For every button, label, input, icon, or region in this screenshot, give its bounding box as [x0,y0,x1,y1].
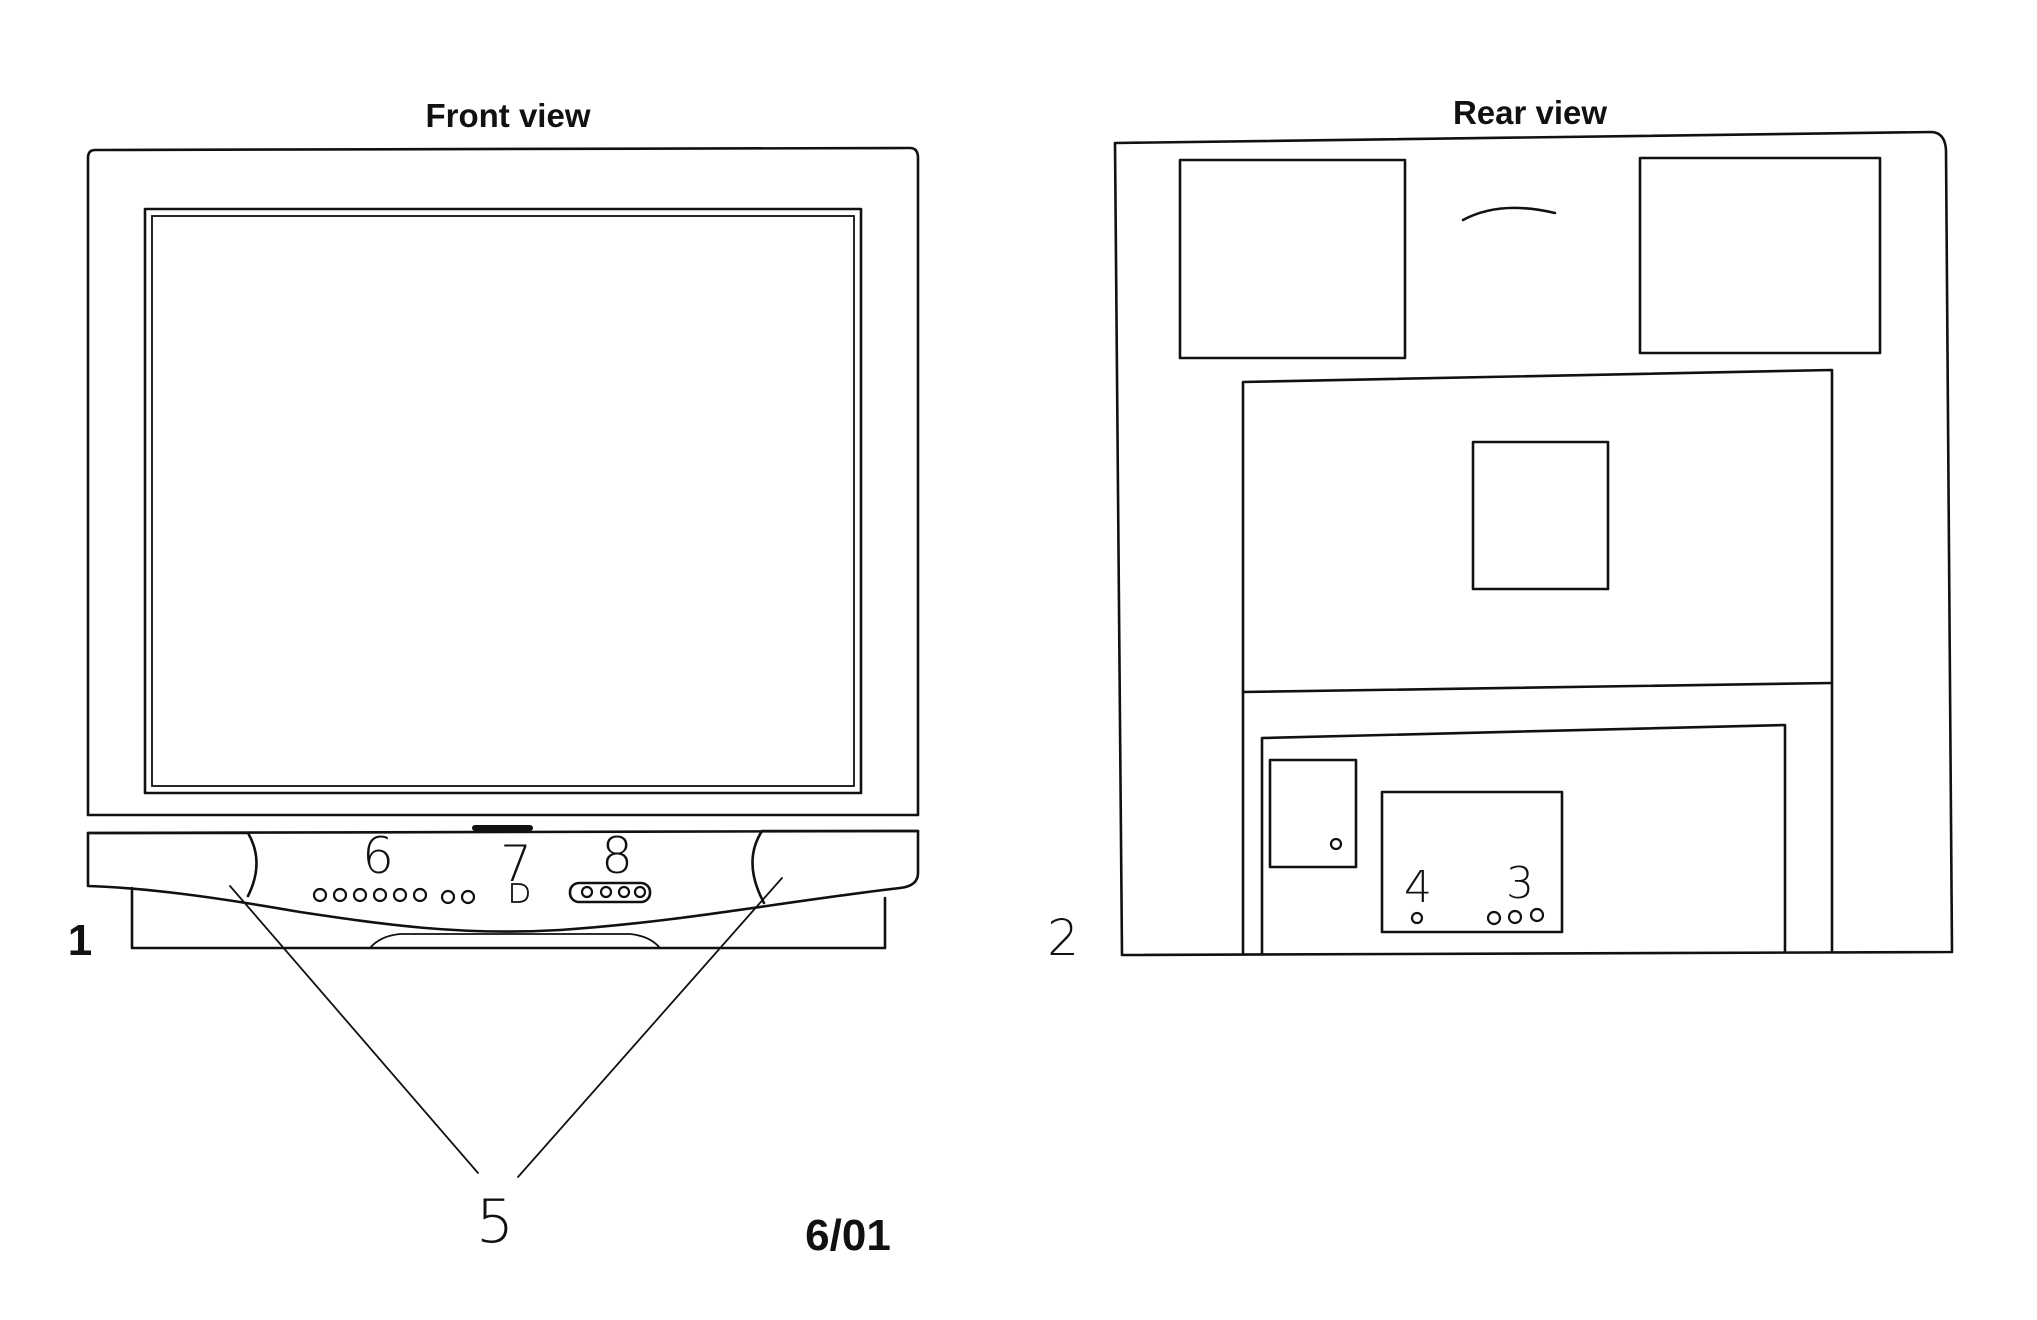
rear-view-title: Rear view [1453,94,1607,131]
screen-inner-edge [151,215,855,787]
rear-jack-3 [1486,910,1502,926]
av-jack [599,885,613,899]
figure-number-1: 1 [68,916,92,965]
front-button [352,887,368,903]
figure-number-2: 2 [1047,909,1079,967]
vent-panel-left [1178,158,1407,360]
front-button [440,889,456,905]
callout-4: 4 [1404,862,1432,913]
label-plate [1471,440,1610,591]
leader-line-right [517,877,783,1178]
av-jack [580,885,594,899]
rear-jack-3 [1507,909,1523,925]
front-av-jacks [568,881,652,904]
rear-housing-divider [1241,681,1834,694]
rear-housing [1241,368,1834,955]
leader-line-left [229,885,479,1174]
date-code: 6/01 [805,1211,891,1260]
front-buttons [312,887,476,905]
antenna-box [1268,758,1358,869]
callout-8: 8 [601,827,633,885]
screen [143,207,863,795]
callout-7: 7 [500,835,532,893]
av-jack [617,885,631,899]
rear-jack-4 [1410,911,1424,925]
connector-recess [1260,723,1787,955]
front-button [332,887,348,903]
antenna-socket [1329,837,1343,851]
base-slot [369,933,661,949]
av-jack-panel [568,881,652,904]
front-button [460,889,476,905]
front-button [392,887,408,903]
carry-handle [1461,206,1557,222]
front-button [412,887,428,903]
front-view: Front view [68,97,920,1257]
speaker-cover-right [751,829,920,905]
front-button [312,887,328,903]
rear-view: Rear view 4 3 2 [1047,94,1954,967]
av-jack [633,885,647,899]
callout-6: 6 [362,827,394,885]
rear-cabinet [1113,130,1954,957]
stand-base [130,886,887,950]
front-button [372,887,388,903]
rear-jack-3 [1529,907,1545,923]
vent-panel-right [1638,156,1882,355]
callout-5: 5 [476,1187,514,1257]
front-cabinet [86,146,920,817]
callout-3: 3 [1506,858,1534,909]
power-switch [511,883,529,903]
front-view-title: Front view [425,97,590,134]
terminal-board [1380,790,1564,934]
speaker-cover-left [86,831,258,898]
control-panel [86,829,920,933]
